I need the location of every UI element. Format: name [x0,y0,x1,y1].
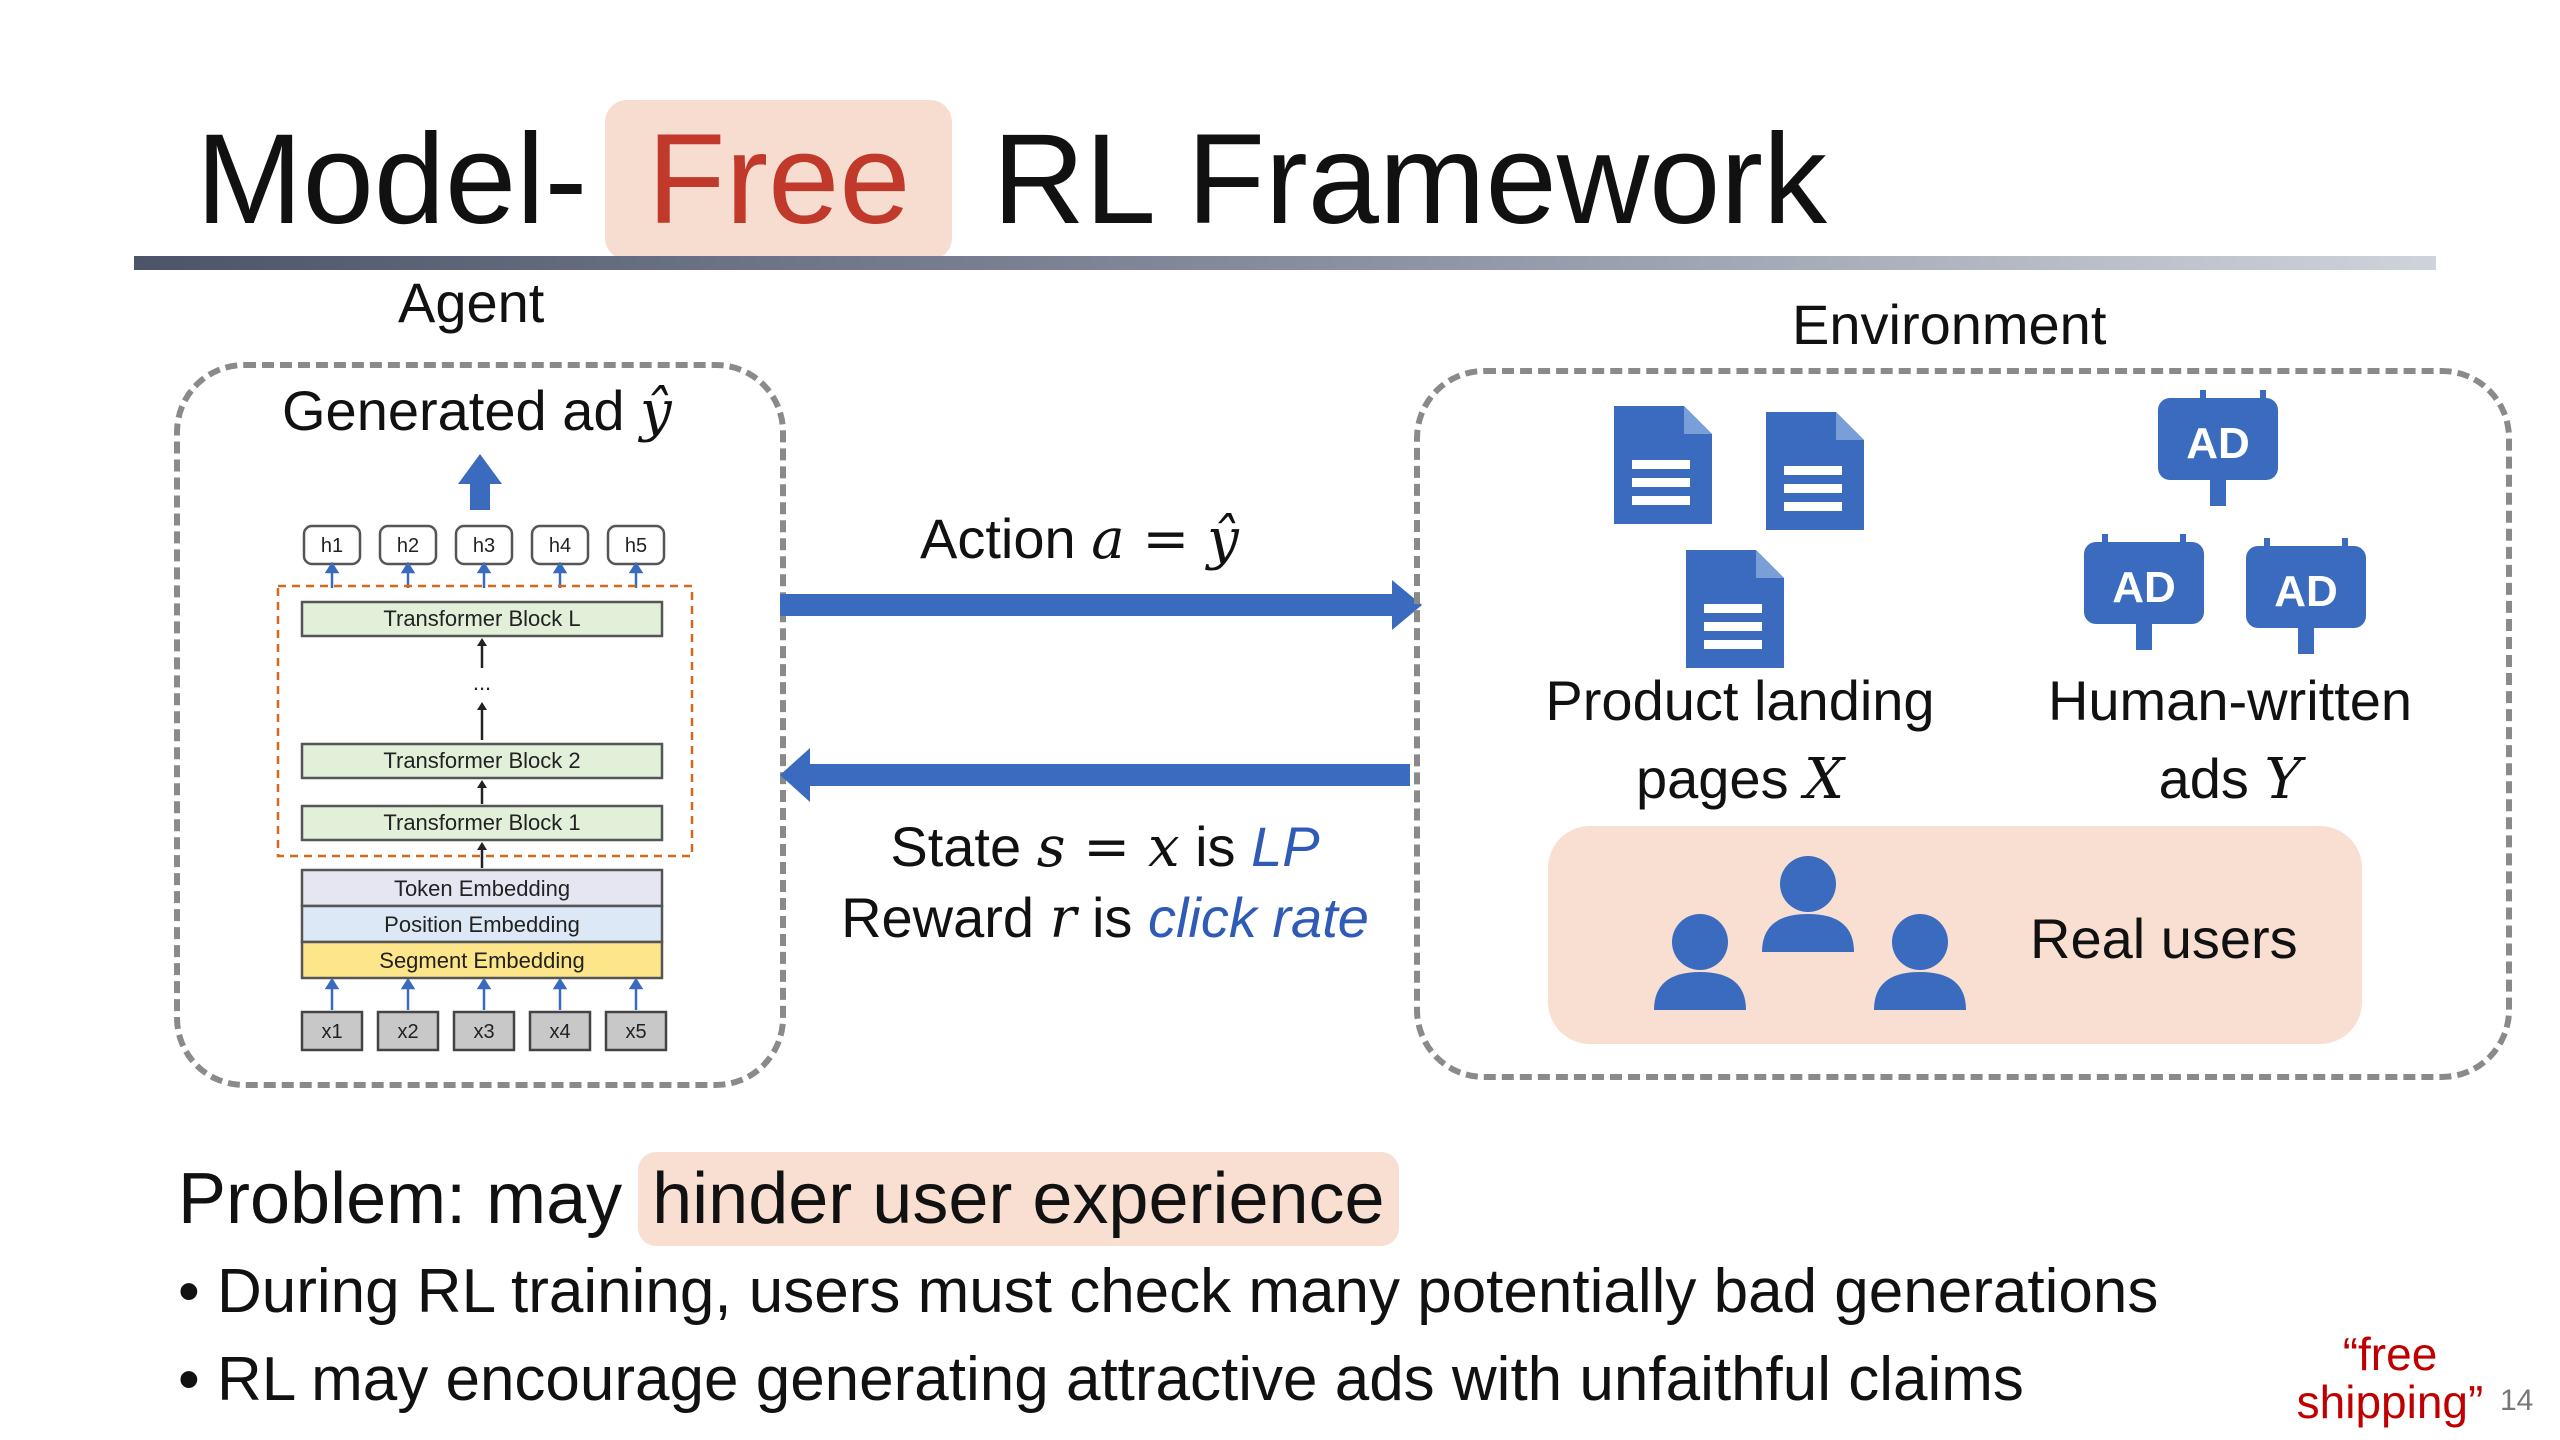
hidden-state-h2-text: h2 [397,535,419,557]
environment-label: Environment [1792,293,2107,356]
y-hat-symbol: ŷ [640,379,672,444]
reward-line: Reward r is click rate [841,886,1369,951]
input-x2 [376,1010,440,1052]
bullet-dot-icon: • [178,1345,217,1414]
segment-embedding-text: Segment Embedding [379,948,584,973]
hidden-state-arrows [324,561,644,588]
token-embedding-text: Token Embedding [394,876,570,901]
document-icon-3 [1686,550,1784,668]
ad-badge-right: AD [2274,567,2338,616]
bullet-2: • RL may encourage generating attractive… [178,1345,2024,1414]
problem-highlight: hinder user experience [638,1152,1399,1246]
transformer-block-1-text: Transformer Block 1 [383,810,580,835]
problem-heading: Problem: may hinder user experience [178,1152,1399,1246]
segment-embedding [300,940,664,980]
ad-icon-right: AD [2246,538,2366,654]
transformer-block-2 [300,742,664,780]
title-suffix: RL Framework [992,108,1827,251]
document-icon-1 [1614,406,1712,524]
bullet-dot-icon: • [178,1257,217,1326]
user-icon-right [1874,914,1966,1010]
hidden-state-h4-text: h4 [549,535,571,557]
free-shipping-note: “free shipping” [2296,1328,2484,1428]
page-number: 14 [2500,1384,2534,1417]
title-prefix: Model- [196,108,588,251]
state-reward-text: State s = x is LP Reward r is click rate [780,812,1430,954]
generated-ad-label: Generated ad ŷ [282,379,672,444]
transformer-stack-box [276,584,694,858]
input-x3 [452,1010,516,1052]
input-x5 [604,1010,668,1052]
input-x4-text: x4 [549,1021,570,1043]
position-embedding-text: Position Embedding [384,912,580,937]
ad-icons: AD AD AD [2084,390,2366,654]
ad-badge-left: AD [2112,563,2176,612]
hidden-state-h3-text: h3 [473,535,495,557]
input-x5-text: x5 [625,1021,646,1043]
ad-icon-left: AD [2084,534,2204,650]
input-arrows [324,977,644,1010]
input-x1 [300,1010,364,1052]
input-x3-text: x3 [473,1021,494,1043]
user-icon-center [1762,856,1854,952]
real-users-label: Real users [2030,907,2298,970]
input-x1-text: x1 [321,1021,342,1043]
ellipsis-text: ... [473,670,491,695]
action-label: Action a = ŷ [920,507,1239,572]
landing-page-icons [1614,406,1864,668]
environment-box [1414,368,2512,1080]
output-up-arrow [458,454,502,510]
transformer-block-l-text: Transformer Block L [383,606,580,631]
agent-label: Agent [398,271,545,334]
human-ads-label: Human-written ads Y [2047,669,2413,812]
token-embedding [300,868,664,908]
transformer-block-1 [300,804,664,842]
ad-icon-top: AD [2158,390,2278,506]
document-icon-2 [1766,412,1864,530]
state-reward-arrow [780,748,1410,802]
transformer-block-l [300,600,664,638]
input-x4 [528,1010,592,1052]
landing-pages-label: Product landing pages X [1545,669,1935,812]
ad-badge-top: AD [2186,419,2250,468]
input-tokens: x1 x2 x3 x4 x5 [300,1010,668,1052]
agent-box [174,362,786,1088]
state-line: State s = x is LP [890,815,1320,880]
input-x2-text: x2 [397,1021,418,1043]
transformer-block-2-text: Transformer Block 2 [383,748,580,773]
title-divider [134,256,2436,270]
problem-prefix: Problem: may [178,1159,623,1239]
hidden-state-h5-text: h5 [625,535,647,557]
bullet-1: • During RL training, users must check m… [178,1257,2159,1326]
users-icons [1654,856,1966,1010]
hidden-state-h1-text: h1 [321,535,343,557]
action-arrow [780,580,1422,630]
transformer-diagram: h1 h2 h3 h4 h5 Transformer Block L ... T… [276,454,694,1052]
hidden-states: h1 h2 h3 h4 h5 [302,524,666,566]
slide-title: Model- Free RL Framework [196,100,1827,260]
user-icon-left [1654,914,1746,1010]
title-highlight-free: Free [605,100,953,260]
